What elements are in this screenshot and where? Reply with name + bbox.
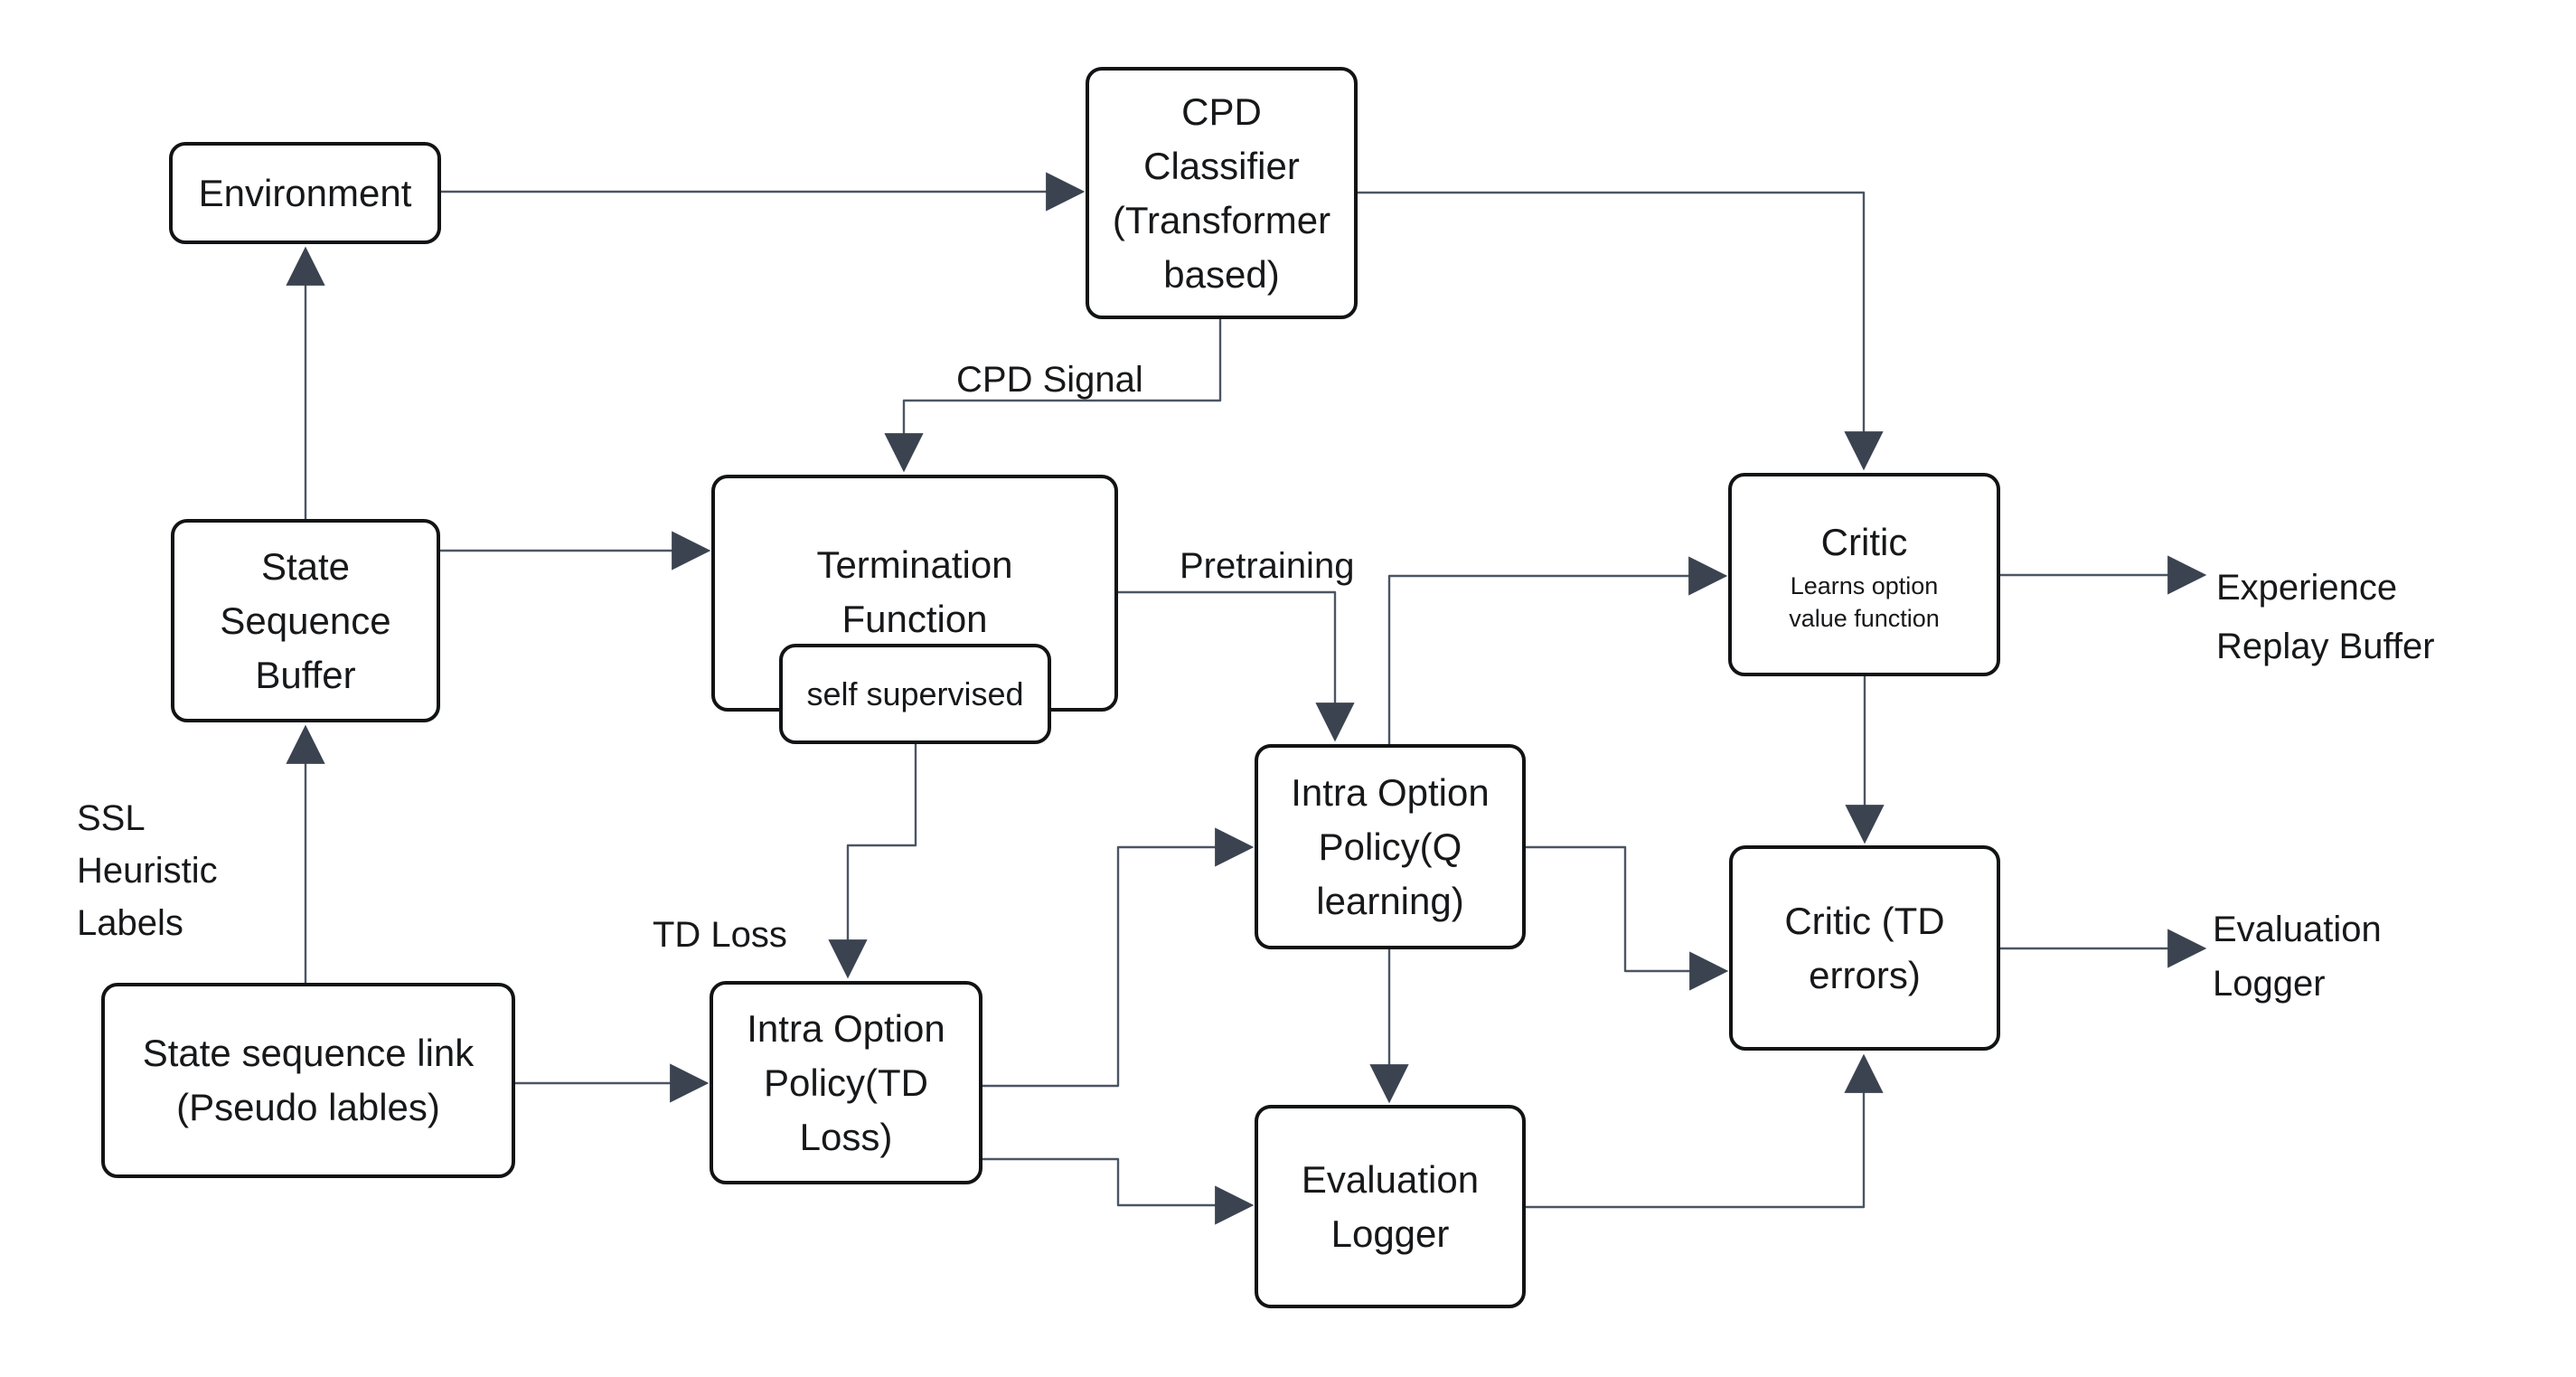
edge-cpd-to-critic	[1358, 191, 1884, 471]
node-intra-option-policy-td-label: Policy(TD	[763, 1061, 928, 1104]
node-critic-td-errors: Critic (TD errors)	[1729, 845, 2000, 1051]
edge-q-policy-to-critic	[1387, 556, 1728, 744]
node-cpd-classifier-label: Classifier	[1143, 144, 1300, 187]
label-cpd-signal: CPD Signal	[956, 358, 1143, 401]
label-cpd-signal-text: CPD Signal	[956, 360, 1143, 400]
node-cpd-classifier-label: CPD	[1181, 90, 1262, 133]
edge-termination-to-q-pretraining	[1118, 590, 1355, 742]
node-critic-subtitle: value function	[1789, 604, 1940, 632]
edge-evaluation-logger-to-critic-td	[1526, 1053, 1884, 1209]
label-td-loss-text: TD Loss	[653, 915, 787, 955]
node-intra-option-policy-q-label: learning)	[1316, 879, 1464, 922]
node-evaluation-logger-box-label: Logger	[1330, 1212, 1450, 1255]
edge-q-policy-to-critic-td	[1526, 845, 1729, 991]
label-evaluation-logger-label-text: Evaluation	[2213, 910, 2382, 949]
node-cpd-classifier-label: based)	[1163, 252, 1280, 296]
node-termination-function-label: Termination	[816, 543, 1013, 586]
label-ssl-heuristic-labels-text: Labels	[77, 903, 183, 943]
label-experience-replay-buffer-text: Replay Buffer	[2216, 627, 2435, 666]
node-state-sequence-buffer-label: State	[260, 544, 351, 588]
node-state-sequence-link-label: State sequence link	[142, 1032, 475, 1074]
edge-td-policy-to-evaluation-logger	[982, 1157, 1255, 1225]
label-pretraining-text: Pretraining	[1180, 546, 1355, 586]
edge-td-policy-to-q-policy	[982, 827, 1255, 1088]
label-experience-replay-buffer-text: Experience	[2216, 568, 2398, 608]
node-intra-option-policy-q-label: Intra Option	[1291, 770, 1490, 814]
label-evaluation-logger-label-text: Logger	[2213, 964, 2326, 1004]
node-cpd-classifier: CPD Classifier (Transformer based)	[1086, 67, 1358, 319]
node-cpd-classifier-label: (Transformer	[1112, 198, 1331, 241]
node-state-sequence-buffer-label: Sequence	[220, 599, 391, 642]
label-ssl-heuristic-labels-text: Heuristic	[77, 851, 218, 891]
node-environment: Environment	[169, 142, 441, 244]
edge-cpd-to-termination-cpd-signal	[884, 319, 1222, 473]
node-state-sequence-link: State sequence link (Pseudo lables)	[101, 983, 515, 1178]
edge-selfsupervised-to-td-policy	[828, 744, 917, 979]
node-intra-option-policy-td-label: Loss)	[799, 1115, 893, 1158]
node-self-supervised-label: self supervised	[806, 674, 1024, 712]
node-intra-option-policy-q-label: Policy(Q	[1318, 825, 1462, 868]
label-pretraining: Pretraining	[1180, 544, 1354, 588]
node-self-supervised: self supervised	[779, 644, 1051, 744]
node-termination-function-label: Function	[841, 598, 988, 640]
node-critic-label: Critic	[1820, 520, 1908, 563]
node-critic-td-errors-label: Critic (TD	[1784, 899, 1945, 942]
node-critic-td-errors-label: errors)	[1809, 953, 1921, 996]
node-environment-label: Environment	[198, 171, 412, 214]
node-state-sequence-link-label: (Pseudo lables)	[176, 1086, 440, 1128]
node-evaluation-logger-box-label: Evaluation	[1301, 1157, 1480, 1201]
node-intra-option-policy-td-label: Intra Option	[747, 1006, 945, 1050]
node-critic-subtitle: Learns option	[1790, 571, 1939, 599]
node-state-sequence-buffer-label: Buffer	[255, 653, 356, 696]
label-ssl-heuristic-labels-text: SSL	[77, 798, 146, 838]
label-td-loss: TD Loss	[653, 913, 787, 957]
